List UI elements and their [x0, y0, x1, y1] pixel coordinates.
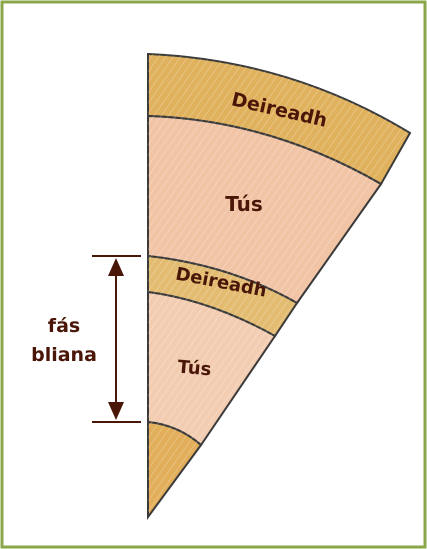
annual-growth-label-line2: bliana — [31, 344, 97, 366]
annual-growth-label-line1: fás — [48, 315, 80, 337]
band-label-early-inner: Tús — [177, 357, 213, 381]
band-label-early-outer: Tús — [225, 192, 263, 216]
